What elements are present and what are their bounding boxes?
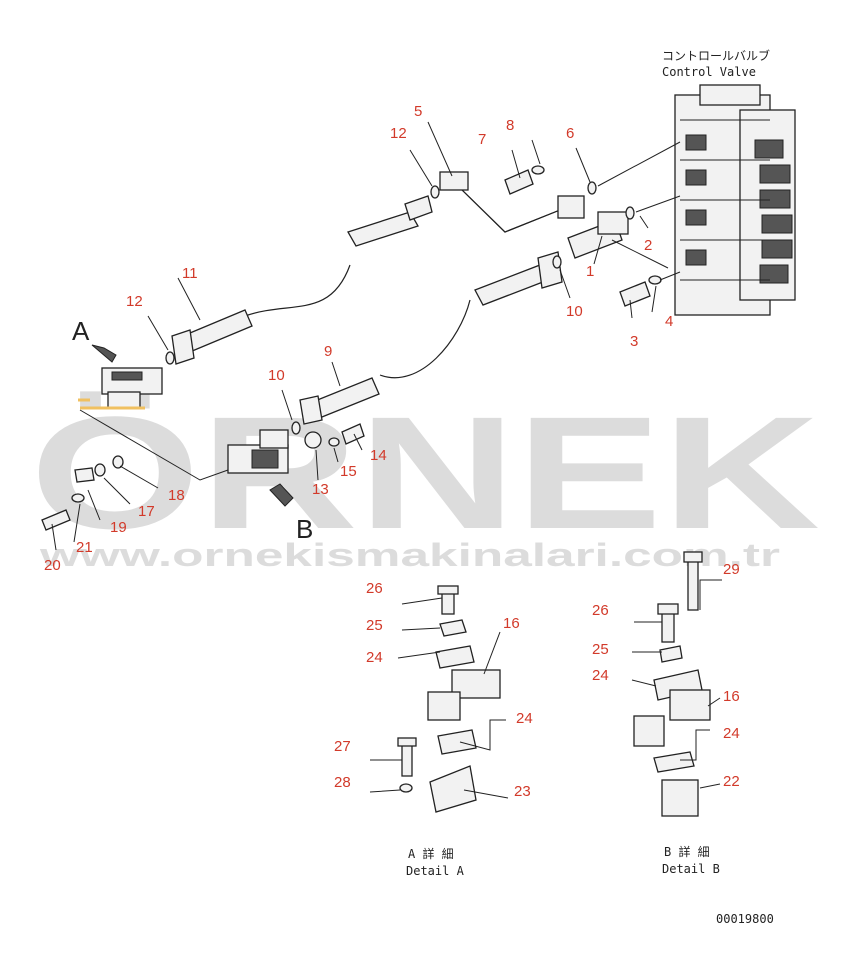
callout-detail-a-28: 28 xyxy=(334,774,351,791)
callout-detail-b-16: 16 xyxy=(723,688,740,705)
o-ring-17 xyxy=(94,463,106,477)
callout-detail-a-16: 16 xyxy=(503,615,520,632)
detail-a-caption-ja: A 詳 細 xyxy=(408,846,454,861)
callout-19: 19 xyxy=(110,519,127,536)
o-ring-12-upper xyxy=(430,185,440,199)
leader-a-b xyxy=(79,409,229,481)
callout-leaders-detail-a xyxy=(369,597,509,799)
highlight-a xyxy=(78,398,145,410)
callout-detail-a-24-lower: 24 xyxy=(516,710,533,727)
detail-b-caption-en: Detail B xyxy=(662,862,720,876)
leader-lines-valve xyxy=(597,141,681,281)
callout-11: 11 xyxy=(182,265,198,282)
callout-20: 20 xyxy=(44,557,61,574)
control-valve-title-ja: コントロールバルブ xyxy=(662,48,770,63)
watermark-url: www.ornekismakinalari.com.tr xyxy=(38,537,780,573)
watermark-logo: ÖRNEK xyxy=(30,383,820,562)
callout-5: 5 xyxy=(414,103,422,120)
block-b xyxy=(227,429,289,474)
callout-12-lower: 12 xyxy=(126,293,143,310)
detail-a-assembly xyxy=(397,585,501,813)
callout-18: 18 xyxy=(168,487,185,504)
o-ring-6 xyxy=(587,181,597,195)
o-ring-18 xyxy=(112,455,124,469)
diagram-code: 00019800 xyxy=(716,912,774,926)
callout-detail-a-26: 26 xyxy=(366,580,383,597)
view-b-label: B xyxy=(296,514,313,544)
callout-8: 8 xyxy=(506,117,514,134)
callout-detail-b-29: 29 xyxy=(723,561,740,578)
washer-21 xyxy=(71,493,85,503)
pipe-5 xyxy=(439,171,585,233)
view-a-label: A xyxy=(72,316,90,346)
hose-9 xyxy=(299,251,563,425)
callout-detail-a-25: 25 xyxy=(366,617,383,634)
control-valve-title-en: Control Valve xyxy=(662,65,756,79)
callout-4: 4 xyxy=(665,313,673,330)
bolt-20 xyxy=(41,509,71,531)
detail-a-caption-en: Detail A xyxy=(406,864,465,878)
o-ring-10-upper xyxy=(552,255,562,269)
callout-1: 1 xyxy=(586,263,594,280)
callout-17: 17 xyxy=(138,503,155,520)
detail-b-caption-ja: B 詳 細 xyxy=(664,844,710,859)
bolt-3 xyxy=(619,275,662,307)
clip-13 xyxy=(304,431,322,449)
bolt-7 xyxy=(504,165,545,195)
o-ring-2 xyxy=(625,206,635,220)
view-b-arrow xyxy=(269,483,294,507)
callout-detail-a-23: 23 xyxy=(514,783,531,800)
callout-detail-b-24-upper: 24 xyxy=(592,667,609,684)
callout-15: 15 xyxy=(340,463,357,480)
fitting-1 xyxy=(567,211,629,259)
callout-2: 2 xyxy=(644,237,652,254)
callout-detail-b-24-lower: 24 xyxy=(723,725,740,742)
hose-11 xyxy=(171,195,433,365)
callout-10-upper: 10 xyxy=(566,303,583,320)
callout-3: 3 xyxy=(630,333,638,350)
callout-9: 9 xyxy=(324,343,332,360)
callout-14: 14 xyxy=(370,447,387,464)
block-a xyxy=(101,367,163,409)
callout-6: 6 xyxy=(566,125,574,142)
callout-12-upper: 12 xyxy=(390,125,407,142)
callout-21: 21 xyxy=(76,539,93,556)
callout-10-lower: 10 xyxy=(268,367,285,384)
washer-15 xyxy=(328,437,340,447)
view-a-arrow xyxy=(91,344,117,363)
callout-detail-a-24-upper: 24 xyxy=(366,649,383,666)
o-ring-10-lower xyxy=(291,421,301,435)
callout-detail-a-27: 27 xyxy=(334,738,351,755)
callout-detail-b-26: 26 xyxy=(592,602,609,619)
bolt-14 xyxy=(341,423,365,445)
callout-7: 7 xyxy=(478,131,486,148)
callout-leaders-detail-b xyxy=(631,579,722,789)
split-flange-19 xyxy=(74,467,95,483)
detail-b-assembly xyxy=(633,551,711,817)
callout-detail-b-22: 22 xyxy=(723,773,740,790)
callout-detail-b-25: 25 xyxy=(592,641,609,658)
callout-leaders-main xyxy=(51,121,657,551)
callout-13: 13 xyxy=(312,481,329,498)
o-ring-12-lower xyxy=(165,351,175,365)
control-valve-body xyxy=(674,84,796,316)
